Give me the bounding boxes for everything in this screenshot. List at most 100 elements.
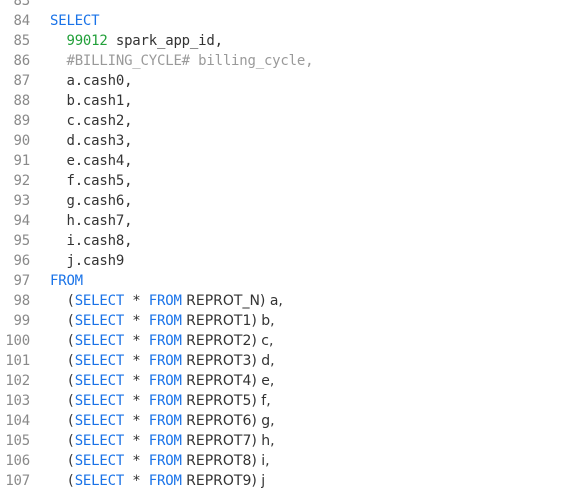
code-token: REPROT5) f, [181, 393, 271, 409]
code-line[interactable]: 94 h.cash7, [0, 211, 577, 231]
code-text[interactable]: e.cash4, [50, 151, 132, 171]
code-text[interactable]: SELECT [50, 11, 100, 31]
gutter-gap [30, 251, 50, 271]
indent [50, 33, 66, 49]
code-line[interactable]: 106 (SELECT * FROM REPROT8) i, [0, 451, 577, 471]
code-line[interactable]: 84 SELECT [0, 11, 577, 31]
sql-keyword-token: FROM [148, 333, 182, 349]
code-token: REPROT8) i, [181, 453, 270, 469]
sql-keyword-token: SELECT [74, 293, 125, 309]
code-token: REPROT9) j [181, 473, 266, 489]
sql-keyword-token: FROM [148, 453, 182, 469]
code-text[interactable]: (SELECT * FROM REPROT1) b, [50, 311, 274, 331]
code-text[interactable]: (SELECT * FROM REPROT9) j [50, 471, 265, 491]
code-text[interactable]: 99012 spark_app_id, [50, 31, 223, 51]
code-token: ( [66, 473, 75, 489]
code-line[interactable]: 104 (SELECT * FROM REPROT6) g, [0, 411, 577, 431]
indent [50, 413, 66, 429]
indent [50, 253, 66, 269]
code-text[interactable]: f.cash5, [50, 171, 132, 191]
code-text[interactable]: b.cash1, [50, 91, 132, 111]
code-line[interactable]: 83 [0, 0, 577, 11]
code-text[interactable]: (SELECT * FROM REPROT7) h, [50, 431, 274, 451]
gutter-gap [30, 151, 50, 171]
line-number: 83 [13, 0, 31, 9]
code-token: * [124, 373, 149, 389]
code-token: * [124, 453, 149, 469]
code-text[interactable]: i.cash8, [50, 231, 132, 251]
code-token: d.cash3, [66, 133, 133, 149]
code-line[interactable]: 91 e.cash4, [0, 151, 577, 171]
code-text[interactable]: j.cash9 [50, 251, 124, 271]
code-line[interactable]: 92 f.cash5, [0, 171, 577, 191]
gutter-gap [30, 191, 50, 211]
code-line[interactable]: 90 d.cash3, [0, 131, 577, 151]
code-token: * [124, 353, 149, 369]
indent [50, 93, 66, 109]
code-token: * [124, 413, 149, 429]
line-number: 105 [5, 433, 30, 449]
sql-keyword-token: FROM [148, 473, 182, 489]
code-line[interactable]: 105 (SELECT * FROM REPROT7) h, [0, 431, 577, 451]
code-line[interactable]: 95 i.cash8, [0, 231, 577, 251]
indent [50, 73, 66, 89]
code-line[interactable]: 88 b.cash1, [0, 91, 577, 111]
line-number: 92 [13, 173, 31, 189]
gutter-gap [30, 331, 50, 351]
sql-keyword-token: SELECT [74, 413, 125, 429]
code-text[interactable]: #BILLING_CYCLE# billing_cycle, [50, 51, 313, 71]
code-line[interactable]: 96 j.cash9 [0, 251, 577, 271]
code-line[interactable]: 100 (SELECT * FROM REPROT2) c, [0, 331, 577, 351]
code-text[interactable]: h.cash7, [50, 211, 132, 231]
code-token: e.cash4, [66, 153, 133, 169]
code-line[interactable]: 87 a.cash0, [0, 71, 577, 91]
code-text[interactable]: FROM [50, 271, 83, 291]
code-token: h.cash7, [66, 213, 133, 229]
code-line[interactable]: 85 99012 spark_app_id, [0, 31, 577, 51]
code-text[interactable]: (SELECT * FROM REPROT4) e, [50, 371, 274, 391]
number-literal-token: 99012 [66, 33, 108, 49]
line-number: 104 [5, 413, 30, 429]
gutter-gap [30, 451, 50, 471]
code-line[interactable]: 93 g.cash6, [0, 191, 577, 211]
code-text[interactable]: (SELECT * FROM REPROT3) d, [50, 351, 274, 371]
code-token: * [124, 393, 149, 409]
gutter-gap [30, 431, 50, 451]
gutter-gap [30, 311, 50, 331]
sql-keyword-token: SELECT [50, 13, 100, 29]
gutter-gap [30, 471, 50, 491]
code-text[interactable]: (SELECT * FROM REPROT5) f, [50, 391, 271, 411]
sql-keyword-token: FROM [148, 293, 182, 309]
code-token: i.cash8, [66, 233, 133, 249]
code-token: f.cash5, [66, 173, 133, 189]
gutter-gap [30, 131, 50, 151]
line-number: 84 [13, 13, 31, 29]
code-text[interactable]: g.cash6, [50, 191, 132, 211]
indent [50, 313, 66, 329]
code-line[interactable]: 99 (SELECT * FROM REPROT1) b, [0, 311, 577, 331]
code-text[interactable]: (SELECT * FROM REPROT6) g, [50, 411, 274, 431]
code-line[interactable]: 86 #BILLING_CYCLE# billing_cycle, [0, 51, 577, 71]
code-line[interactable]: 89 c.cash2, [0, 111, 577, 131]
code-text[interactable]: (SELECT * FROM REPROT2) c, [50, 331, 273, 351]
code-text[interactable]: (SELECT * FROM REPROT8) i, [50, 451, 270, 471]
code-line[interactable]: 101 (SELECT * FROM REPROT3) d, [0, 351, 577, 371]
line-number: 100 [5, 333, 30, 349]
sql-keyword-token: SELECT [74, 313, 125, 329]
code-text[interactable]: c.cash2, [50, 111, 132, 131]
line-number: 99 [13, 313, 31, 329]
line-number: 89 [13, 113, 31, 129]
indent [50, 213, 66, 229]
code-text[interactable]: d.cash3, [50, 131, 132, 151]
gutter-gap [30, 371, 50, 391]
code-text[interactable]: (SELECT * FROM REPROT_N) a, [50, 291, 282, 311]
code-line[interactable]: 98 (SELECT * FROM REPROT_N) a, [0, 291, 577, 311]
code-line[interactable]: 103 (SELECT * FROM REPROT5) f, [0, 391, 577, 411]
code-text[interactable]: a.cash0, [50, 71, 132, 91]
code-token: ( [66, 433, 75, 449]
code-line[interactable]: 107 (SELECT * FROM REPROT9) j [0, 471, 577, 491]
sql-keyword-token: SELECT [74, 353, 125, 369]
code-line[interactable]: 102 (SELECT * FROM REPROT4) e, [0, 371, 577, 391]
